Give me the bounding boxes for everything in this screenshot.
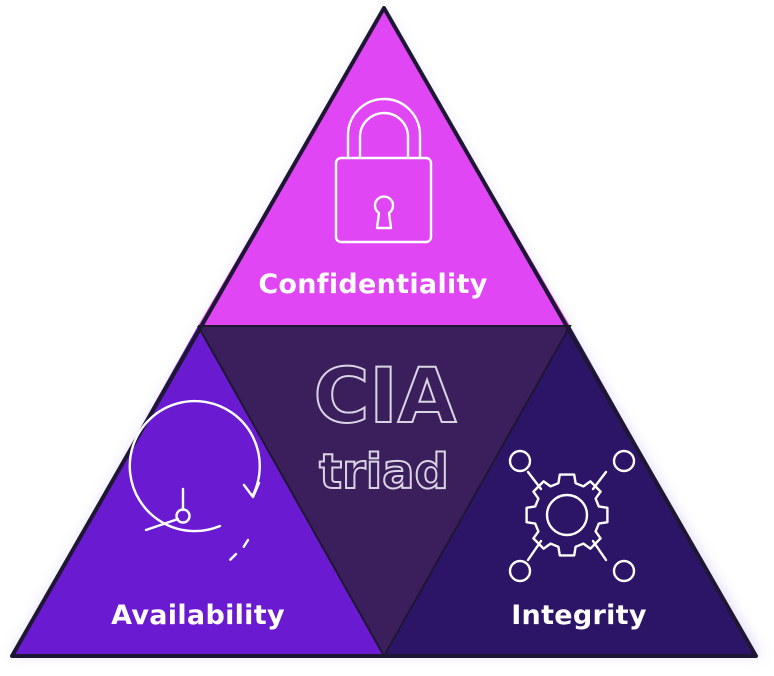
confidentiality-label: Confidentiality [258, 269, 487, 300]
padlock-icon [334, 97, 433, 244]
center-segment [198, 326, 570, 656]
availability-label: Availability [111, 600, 285, 631]
integrity-label: Integrity [511, 600, 647, 631]
triangle-outline [10, 6, 758, 658]
integrity-segment [384, 326, 756, 656]
gear-network-icon [508, 449, 636, 583]
center-subtitle: triad [319, 444, 449, 500]
center-title: CIA [314, 351, 457, 440]
availability-segment [12, 326, 384, 656]
confidentiality-segment [198, 8, 570, 326]
clock-icon [128, 399, 261, 564]
inner-divider [197, 325, 572, 659]
